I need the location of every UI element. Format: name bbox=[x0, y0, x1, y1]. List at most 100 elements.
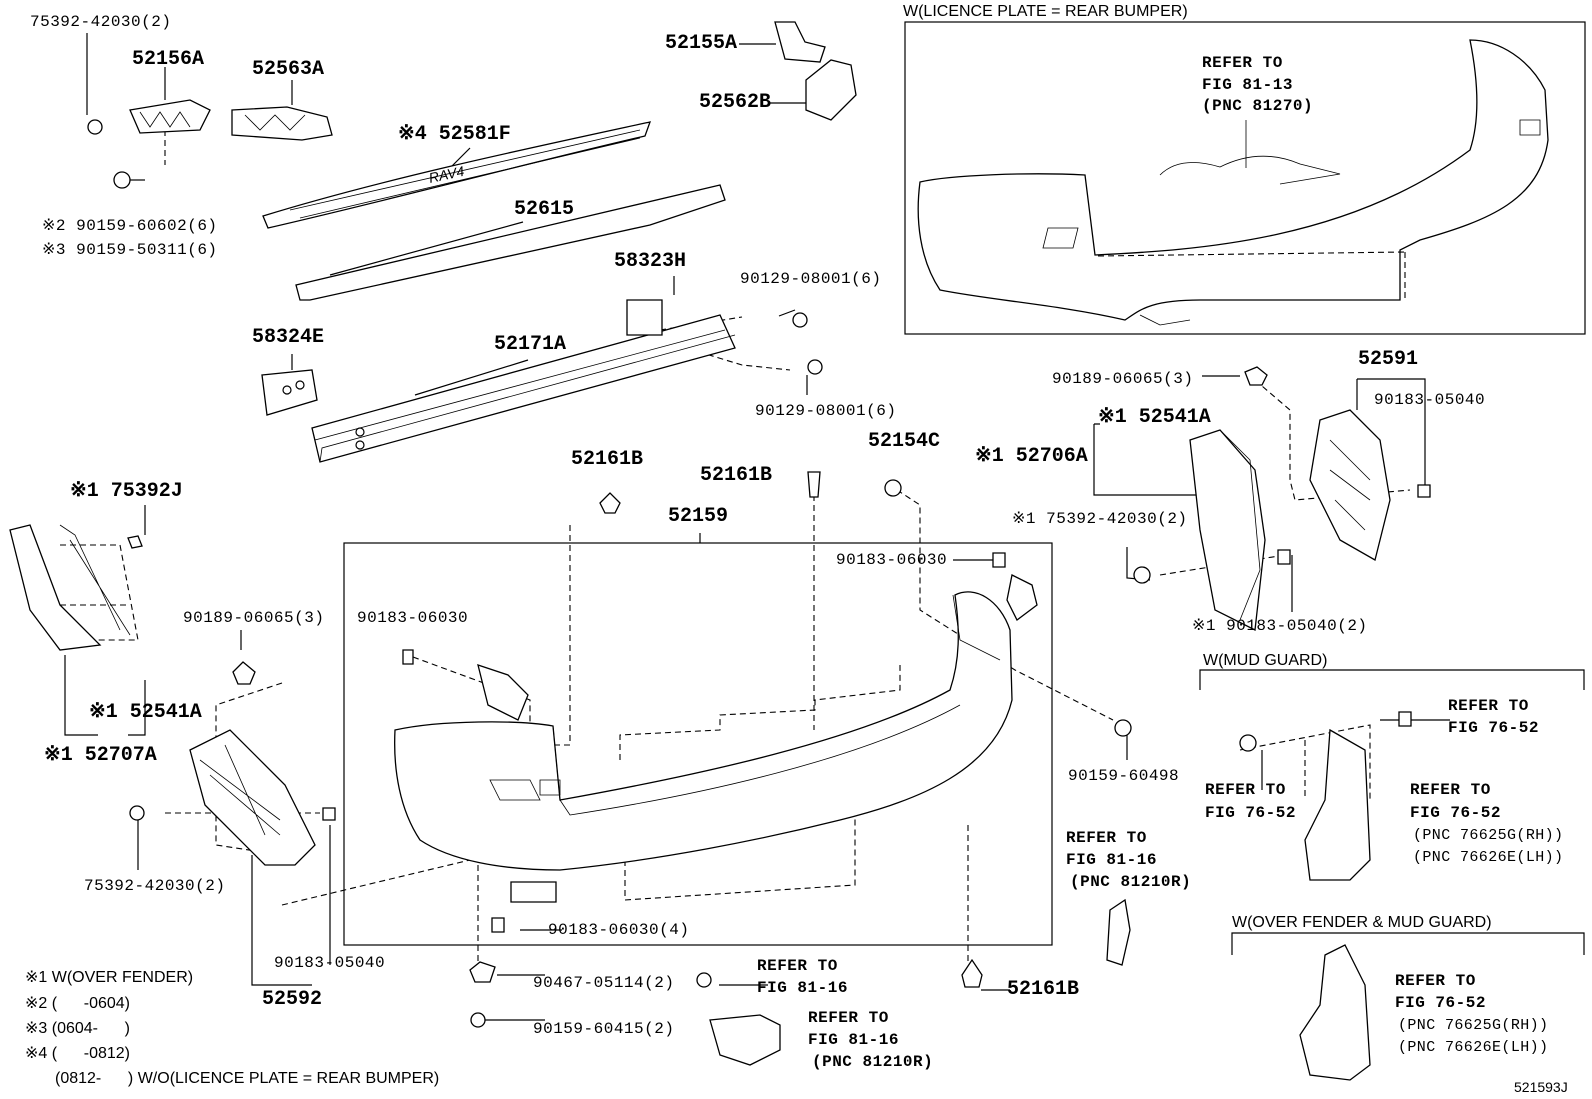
inset-over-ref4: (PNC 76626E(LH)) bbox=[1398, 1039, 1549, 1056]
bracket-52563A bbox=[231, 106, 333, 141]
lamp1-ref1: REFER TO bbox=[1066, 829, 1147, 847]
label-90467-05114: 90467-05114(2) bbox=[533, 974, 675, 992]
label-52161B-a: 52161B bbox=[571, 448, 644, 471]
label-75392J: ※1 75392J bbox=[70, 480, 183, 503]
label-90159-60498: 90159-60498 bbox=[1068, 767, 1180, 785]
legend-note-2: ※2 ( -0604) bbox=[25, 995, 130, 1012]
bracket-upper-left bbox=[477, 664, 529, 721]
wire-connector bbox=[1106, 898, 1131, 966]
step-plate-52581F bbox=[262, 121, 652, 229]
mud-guard-inset-frame bbox=[1199, 669, 1585, 690]
leader-lines bbox=[64, 33, 1450, 1021]
lamp1-ref3: (PNC 81210R) bbox=[1070, 873, 1192, 891]
inset-over-ref3: (PNC 76625G(RH)) bbox=[1398, 1017, 1549, 1034]
label-52154C: 52154C bbox=[868, 430, 941, 453]
label-52591: 52591 bbox=[1358, 348, 1419, 371]
label-52706A: ※1 52706A bbox=[975, 445, 1088, 468]
lamp3-ref1: REFER TO bbox=[808, 1009, 889, 1027]
label-90159-60415: 90159-60415(2) bbox=[533, 1020, 675, 1038]
bracket-58323H bbox=[626, 299, 663, 336]
inset-mud-ref-b1: REFER TO bbox=[1205, 781, 1286, 799]
mud-guard-rh bbox=[1304, 728, 1371, 881]
label-52171A: 52171A bbox=[494, 333, 567, 356]
label-90189-06065-left: 90189-06065(3) bbox=[183, 609, 325, 627]
label-90183-05040-left: 90183-05040 bbox=[274, 954, 386, 972]
inset-mud-ref-b2: FIG 76-52 bbox=[1205, 804, 1296, 822]
licence-plate-inset-frame bbox=[904, 21, 1586, 335]
inset-mud-ref-c3: (PNC 76625G(RH)) bbox=[1413, 827, 1564, 844]
label-52161B-b: 52161B bbox=[700, 464, 773, 487]
lamp3-ref3: (PNC 81210R) bbox=[812, 1053, 934, 1071]
legend-note-1: ※1 W(OVER FENDER) bbox=[25, 969, 194, 986]
inset-over-title: W(OVER FENDER & MUD GUARD) bbox=[1232, 914, 1492, 931]
over-fender-52707A bbox=[9, 524, 102, 651]
label-90183-05040-right2: ※1 90183-05040(2) bbox=[1192, 617, 1368, 635]
label-58324E: 58324E bbox=[252, 326, 325, 349]
inset-over-ref1: REFER TO bbox=[1395, 972, 1476, 990]
label-52592: 52592 bbox=[262, 988, 323, 1011]
inset-mud-ref-c4: (PNC 76626E(LH)) bbox=[1413, 849, 1564, 866]
label-75392-42030-left: 75392-42030(2) bbox=[84, 877, 226, 895]
label-90129-08001-a: 90129-08001(6) bbox=[740, 270, 882, 288]
inset-mud-title: W(MUD GUARD) bbox=[1203, 652, 1328, 669]
legend-note-4: ※4 ( -0812) bbox=[25, 1045, 130, 1062]
label-52156A: 52156A bbox=[132, 48, 205, 71]
bracket-upper-right bbox=[1006, 574, 1038, 621]
label-52563A: 52563A bbox=[252, 58, 325, 81]
label-90189-06065-right: 90189-06065(3) bbox=[1052, 370, 1194, 388]
label-90159-50311: ※3 90159-50311(6) bbox=[42, 241, 218, 259]
lamp3-ref2: FIG 81-16 bbox=[808, 1031, 899, 1049]
inset-mud-ref-a2: FIG 76-52 bbox=[1448, 719, 1539, 737]
over-fender-52706A bbox=[1189, 429, 1266, 631]
inset-mud-ref-a1: REFER TO bbox=[1448, 697, 1529, 715]
label-75392-42030-right: ※1 75392-42030(2) bbox=[1012, 510, 1188, 528]
inset-mud-ref-c2: FIG 76-52 bbox=[1410, 804, 1501, 822]
label-75392-42030-top: 75392-42030(2) bbox=[30, 13, 172, 31]
label-52161B-c: 52161B bbox=[1007, 978, 1080, 1001]
label-52159: 52159 bbox=[668, 505, 729, 528]
legend-note-3: ※3 (0604- ) bbox=[25, 1020, 130, 1037]
bracket-52156A bbox=[129, 99, 211, 134]
inset-licence-ref2: FIG 81-13 bbox=[1202, 76, 1293, 94]
label-52615: 52615 bbox=[514, 198, 575, 221]
lamp2-ref1: REFER TO bbox=[757, 957, 838, 975]
reinforcement-52171A bbox=[311, 314, 736, 463]
bracket-52155A bbox=[774, 21, 826, 63]
rear-bumper-cover-52159 bbox=[394, 574, 1038, 903]
label-90129-08001-b: 90129-08001(6) bbox=[755, 402, 897, 420]
label-90183-06030-left: 90183-06030 bbox=[357, 609, 469, 627]
label-90183-06030-right: 90183-06030 bbox=[836, 551, 948, 569]
bracket-52562B bbox=[805, 59, 857, 121]
inset-licence-title: W(LICENCE PLATE = REAR BUMPER) bbox=[903, 3, 1188, 20]
label-52155A: 52155A bbox=[665, 32, 738, 55]
label-90183-06030-4: 90183-06030(4) bbox=[548, 921, 690, 939]
inset-over-ref2: FIG 76-52 bbox=[1395, 994, 1486, 1012]
absorber-52615 bbox=[295, 184, 726, 301]
inset-licence-ref1: REFER TO bbox=[1202, 54, 1283, 72]
inset-licence-ref3: (PNC 81270) bbox=[1202, 97, 1314, 115]
over-fender-inset-frame bbox=[1231, 932, 1585, 955]
label-58323H: 58323H bbox=[614, 250, 687, 273]
label-52581F: ※4 52581F bbox=[398, 123, 511, 146]
legend-note-5: (0812- ) W/O(LICENCE PLATE = REAR BUMPER… bbox=[55, 1070, 440, 1087]
svg-text:RAV4: RAV4 bbox=[427, 163, 466, 186]
label-52541A-right: ※1 52541A bbox=[1098, 406, 1211, 429]
inset-mud-ref-c1: REFER TO bbox=[1410, 781, 1491, 799]
label-90183-05040-right: 90183-05040 bbox=[1374, 391, 1486, 409]
mud-guard-over-fender bbox=[1299, 944, 1371, 1081]
figure-code: 521593J bbox=[1514, 1079, 1568, 1095]
clips bbox=[127, 366, 1431, 1028]
label-52707A: ※1 52707A bbox=[44, 744, 157, 767]
bracket-58324E bbox=[261, 369, 318, 416]
lamp2-ref2: FIG 81-16 bbox=[757, 979, 848, 997]
retainer-lower bbox=[510, 881, 557, 903]
lamp1-ref2: FIG 81-16 bbox=[1066, 851, 1157, 869]
label-90159-60602: ※2 90159-60602(6) bbox=[42, 217, 218, 235]
label-52562B: 52562B bbox=[699, 91, 772, 114]
main-bumper-frame bbox=[343, 542, 1053, 946]
retainer-52592 bbox=[189, 729, 316, 866]
inset-bumper-drawing bbox=[917, 39, 1549, 326]
label-52541A-left: ※1 52541A bbox=[89, 701, 202, 724]
